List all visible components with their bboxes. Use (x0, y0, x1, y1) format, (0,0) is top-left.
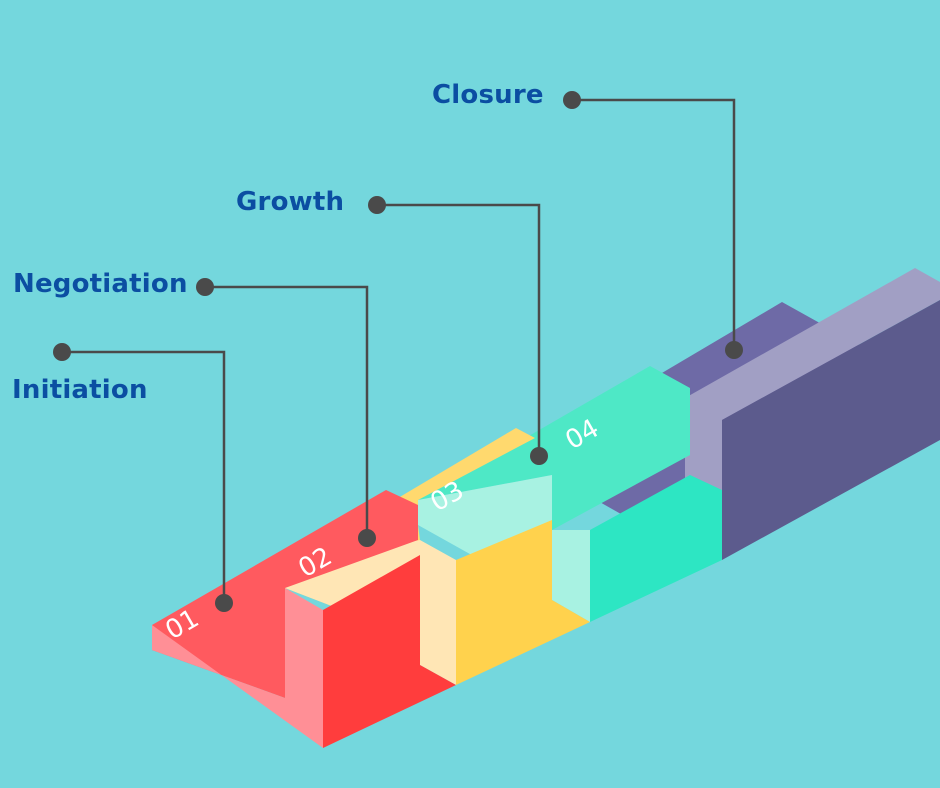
step-3-side (590, 475, 722, 622)
stage-label-initiation: Initiation (12, 375, 148, 405)
step-block-1 (152, 490, 456, 748)
connector-2 (196, 278, 376, 547)
connector-3 (368, 196, 548, 465)
stage-label-growth: Growth (236, 187, 345, 217)
step-block-4 (552, 268, 940, 560)
step-4-side (722, 300, 940, 560)
step-1-front (152, 588, 323, 748)
step-1-side (323, 555, 456, 748)
step-2-side (456, 520, 590, 685)
stage-label-closure: Closure (432, 80, 544, 110)
connector-4 (563, 91, 743, 359)
stage-label-negotiation: Negotiation (13, 269, 188, 299)
connector-1 (53, 343, 233, 612)
step-4-top-back (685, 268, 940, 420)
step-3-top (418, 366, 690, 530)
